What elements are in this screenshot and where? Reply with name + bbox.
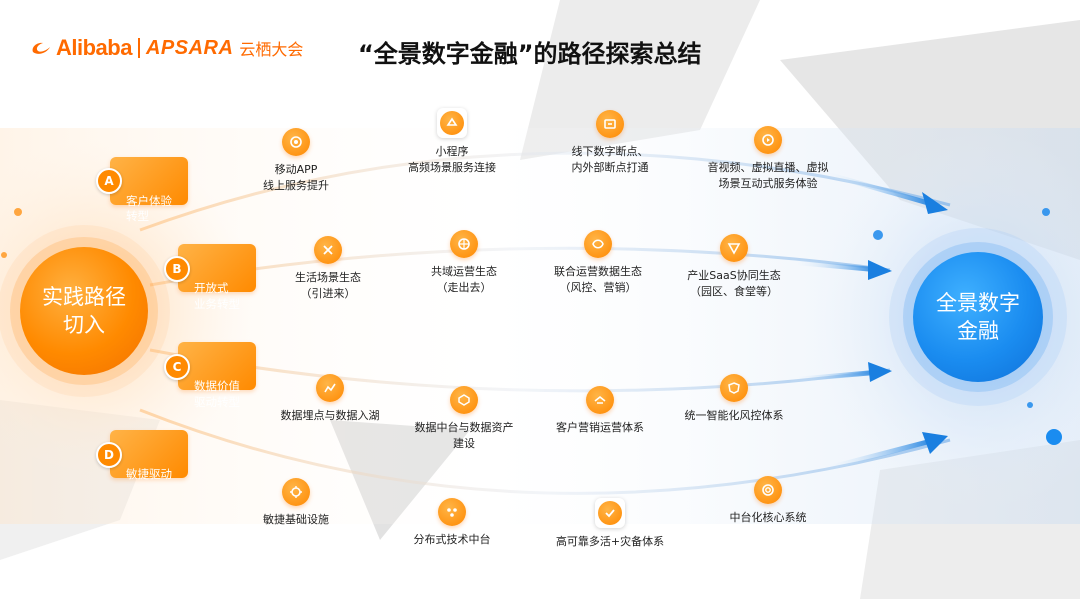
- path-badge-c: C: [164, 354, 190, 380]
- node-d1-line1: 敏捷基础设施: [263, 513, 329, 526]
- node-a1-line1: 移动APP: [274, 163, 318, 176]
- path-card-a: 客户体验: [110, 157, 188, 208]
- node-life-scene: 生活场景生态 （引进来）: [248, 236, 408, 302]
- path-c-line1: 数据价值: [194, 379, 240, 393]
- left-hub-line2: 切入: [63, 313, 105, 337]
- left-hub-line1: 实践路径: [42, 284, 126, 309]
- node-mini-program: 小程序高频场景服务连接: [372, 108, 532, 176]
- data-tracking-icon: [316, 374, 344, 402]
- node-b3-line2: （风控、营销）: [559, 280, 637, 294]
- node-d3-line1: 高可靠多活+灾备体系: [555, 535, 665, 548]
- path-card-c: 数据价值: [178, 342, 256, 393]
- disaster-recovery-icon: [595, 498, 625, 528]
- path-badge-d: D: [96, 442, 122, 468]
- right-hub-line1: 全景数字: [936, 290, 1020, 315]
- node-a3-line2: 内外部断点打通: [571, 160, 649, 174]
- core-system-icon: [754, 476, 782, 504]
- distributed-tech-icon: [438, 498, 466, 526]
- node-mobile-app: 移动APP 线上服务提升: [216, 128, 376, 194]
- node-a3-line1: 线下数字断点、: [571, 145, 649, 158]
- node-a2-line1: 小程序: [435, 145, 469, 158]
- app-icon: [282, 128, 310, 156]
- header-logo: Alibaba APSARA 云栖大会: [30, 28, 303, 68]
- node-offline-digital: 线下数字断点、内外部断点打通: [530, 110, 690, 176]
- node-b2-line1: 共域运营生态: [431, 265, 497, 278]
- live-video-icon: [754, 126, 782, 154]
- node-joint-data: 联合运营数据生态 （风控、营销）: [518, 230, 678, 296]
- node-a1-line2: 线上服务提升: [263, 178, 329, 192]
- data-platform-icon: [450, 386, 478, 414]
- path-a-line2: 转型: [126, 209, 149, 223]
- node-disaster-recovery: 高可靠多活+灾备体系: [530, 498, 690, 550]
- infrastructure-icon: [282, 478, 310, 506]
- alibaba-mark-icon: [32, 42, 50, 54]
- node-a2-line2: 高频场景服务连接: [408, 160, 496, 174]
- path-b-line2: 业务转型: [194, 297, 240, 311]
- node-infrastructure: 敏捷基础设施: [216, 478, 376, 528]
- left-hub-circle: 实践路径 切入: [20, 247, 148, 375]
- node-marketing: 客户营销运营体系: [520, 386, 680, 436]
- apsara-logo: APSARA: [145, 36, 234, 59]
- node-risk-control: 统一智能化风控体系: [654, 374, 814, 424]
- path-card-d: 敏捷驱动: [110, 430, 188, 481]
- joint-data-icon: [584, 230, 612, 258]
- node-c2-line1: 数据中台与数据资产: [414, 421, 514, 434]
- marketing-icon: [586, 386, 614, 414]
- node-b2-line2: （走出去）: [436, 280, 492, 294]
- node-distributed-tech: 分布式技术中台: [372, 498, 532, 548]
- node-c2-line2: 建设: [453, 436, 475, 450]
- path-a-line1: 客户体验: [126, 194, 172, 208]
- node-d2-line1: 分布式技术中台: [413, 533, 491, 546]
- node-b1-line1: 生活场景生态: [295, 271, 361, 284]
- offline-digital-icon: [596, 110, 624, 138]
- node-c3-line1: 客户营销运营体系: [556, 421, 644, 434]
- node-b1-line2: （引进来）: [300, 286, 356, 300]
- node-a4-line2: 场景互动式服务体验: [718, 176, 818, 190]
- node-b4-line1: 产业SaaS协同生态: [687, 269, 781, 282]
- brand-text: Alibaba: [56, 35, 132, 60]
- path-badge-b: B: [164, 256, 190, 282]
- node-live-video: 音视频、虚拟直播、虚拟场景互动式服务体验: [688, 126, 848, 192]
- node-co-build: 共域运营生态 （走出去）: [384, 230, 544, 296]
- life-scene-icon: [314, 236, 342, 264]
- node-data-tracking: 数据埋点与数据入湖: [250, 374, 410, 424]
- node-c4-line1: 统一智能化风控体系: [684, 409, 784, 422]
- path-badge-a: A: [96, 168, 122, 194]
- apsara-cn-logo: 云栖大会: [239, 40, 304, 59]
- logo-divider: [137, 38, 140, 58]
- node-saas: 产业SaaS协同生态 （园区、食堂等）: [654, 234, 814, 300]
- node-data-platform: 数据中台与数据资产建设: [384, 386, 544, 452]
- right-hub-circle: 全景数字 金融: [913, 252, 1043, 382]
- alibaba-logo: Alibaba: [30, 35, 132, 61]
- node-b4-line2: （园区、食堂等）: [689, 284, 778, 298]
- path-b-line1: 开放式: [194, 281, 229, 295]
- risk-control-icon: [720, 374, 748, 402]
- path-card-b: 开放式: [178, 244, 256, 295]
- node-a4-line1: 音视频、虚拟直播、虚拟: [707, 161, 829, 174]
- node-c1-line1: 数据埋点与数据入湖: [280, 409, 380, 422]
- co-build-icon: [450, 230, 478, 258]
- path-c-line2: 驱动转型: [194, 395, 240, 409]
- saas-icon: [720, 234, 748, 262]
- right-hub-line2: 金融: [957, 319, 999, 343]
- node-b3-line1: 联合运营数据生态: [554, 265, 642, 278]
- page-title: “全景数字金融”的路径探索总结: [358, 40, 702, 68]
- mini-program-icon: [437, 108, 467, 138]
- path-d-line1: 敏捷驱动: [126, 467, 172, 481]
- node-core-system: 中台化核心系统: [688, 476, 848, 526]
- node-d4-line1: 中台化核心系统: [729, 511, 807, 524]
